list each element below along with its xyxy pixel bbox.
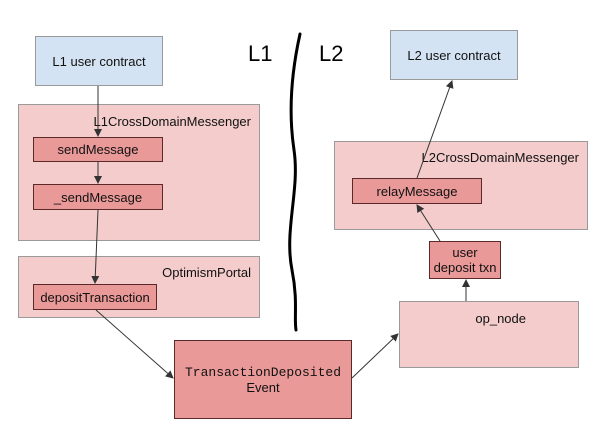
event-label: Event	[246, 379, 280, 395]
arrow-event-to-op-node	[351, 333, 399, 379]
l2-cross-domain-messenger-label: L2CrossDomainMessenger	[421, 150, 579, 165]
deposit-transaction-box: depositTransaction	[33, 284, 157, 310]
user-deposit-txn-box: user deposit txn	[429, 241, 501, 279]
l2-user-contract-label: L2 user contract	[407, 47, 501, 63]
relay-message-box: relayMessage	[352, 178, 482, 204]
op-node-box: op_node	[399, 301, 579, 368]
relay-message-label: relayMessage	[376, 183, 458, 199]
l1-layer-label: L1	[248, 41, 273, 66]
send-message-label: sendMessage	[57, 142, 139, 157]
layer-divider	[288, 32, 302, 332]
l1-cross-domain-messenger-box: L1CrossDomainMessenger	[18, 104, 260, 241]
transaction-deposited-label: TransactionDeposited	[184, 364, 342, 380]
deposit-txn-label: deposit txn	[433, 260, 497, 275]
l2-user-contract-box: L2 user contract	[390, 30, 518, 80]
transaction-deposited-event-box: TransactionDeposited Event	[174, 340, 352, 419]
send-message-box: sendMessage	[33, 137, 163, 162]
l1-user-contract-label: L1 user contract	[52, 53, 146, 69]
arrow-deposit-transaction-to-event	[95, 309, 174, 379]
optimism-portal-label: OptimismPortal	[162, 265, 251, 280]
op-node-label: op_node	[475, 311, 526, 326]
deposit-transaction-label: depositTransaction	[40, 289, 150, 305]
l1-user-contract-box: L1 user contract	[35, 36, 163, 86]
user-label: user	[452, 245, 478, 260]
underscore-send-message-label: _sendMessage	[53, 189, 143, 205]
underscore-send-message-box: _sendMessage	[33, 184, 163, 210]
l2-layer-label: L2	[319, 41, 344, 66]
l1-cross-domain-messenger-label: L1CrossDomainMessenger	[93, 114, 251, 129]
